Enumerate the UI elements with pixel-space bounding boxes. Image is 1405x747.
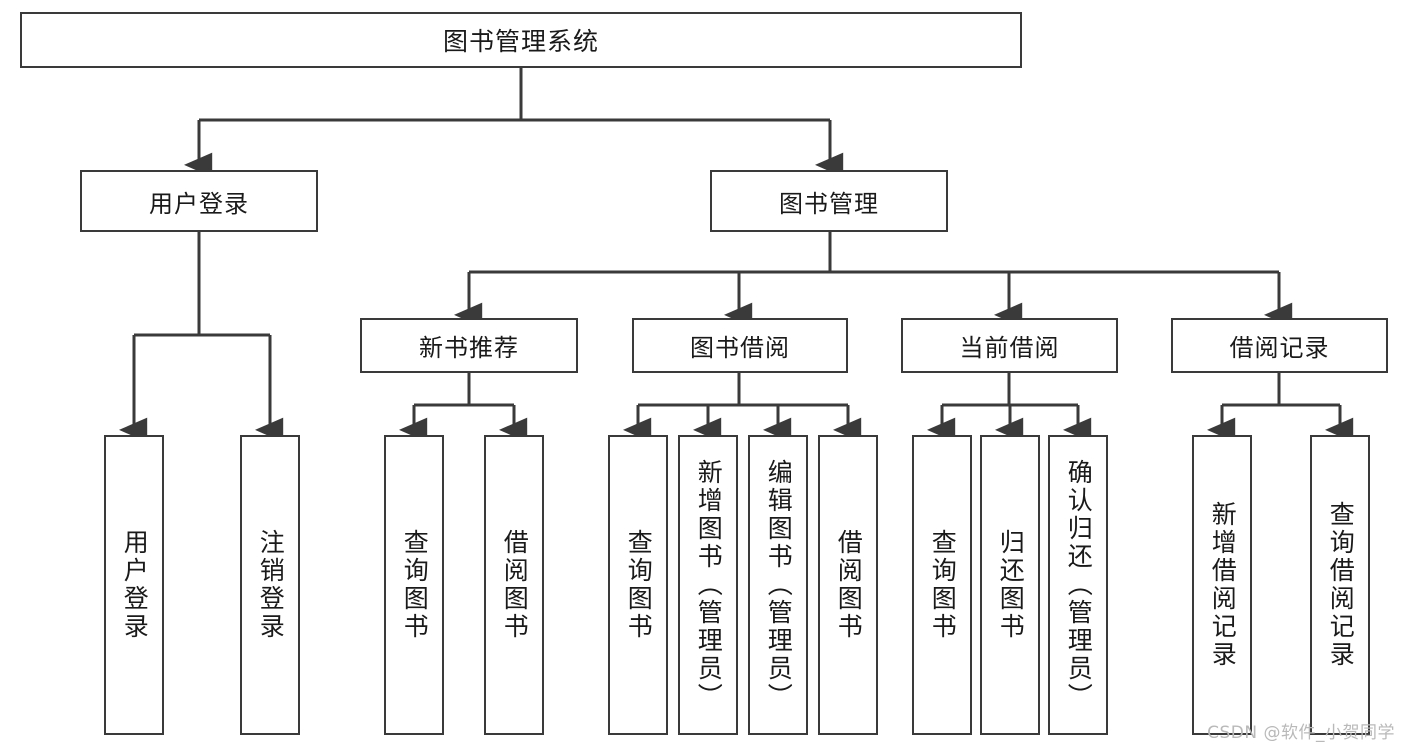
node-label: 用户登录 [149,189,249,218]
node-label: 当前借阅 [959,334,1060,362]
node-leaf-edit-book[interactable]: 编辑图书（管理员） [748,435,808,735]
node-leaf-borrow-book-2[interactable]: 借阅图书 [818,435,878,735]
node-leaf-return-book[interactable]: 归还图书 [980,435,1040,735]
node-leaf-add-book[interactable]: 新增图书（管理员） [678,435,738,735]
node-book-management-system[interactable]: 图书管理系统 [20,12,1022,68]
node-leaf-query-record[interactable]: 查询借阅记录 [1310,435,1370,735]
node-new-book-recommend[interactable]: 新书推荐 [360,318,578,373]
node-label: 图书管理 [779,189,879,218]
node-leaf-add-record[interactable]: 新增借阅记录 [1192,435,1252,735]
node-label: 图书借阅 [690,334,790,362]
node-label: 新增图书（管理员） [694,459,724,711]
node-label: 图书管理系统 [442,27,599,56]
node-book-borrow[interactable]: 图书借阅 [632,318,848,373]
node-leaf-confirm-return[interactable]: 确认归还（管理员） [1048,435,1108,735]
node-leaf-query-book-3[interactable]: 查询图书 [912,435,972,735]
node-leaf-query-book-2[interactable]: 查询图书 [608,435,668,735]
node-book-manage[interactable]: 图书管理 [710,170,948,232]
node-label: 查询图书 [928,529,958,641]
node-label: 查询借阅记录 [1326,501,1356,669]
node-label: 借阅记录 [1229,334,1330,362]
node-label: 查询图书 [624,529,654,641]
node-label: 确认归还（管理员） [1064,459,1094,711]
node-user-login[interactable]: 用户登录 [80,170,318,232]
node-leaf-borrow-book-1[interactable]: 借阅图书 [484,435,544,735]
node-label: 注销登录 [256,529,286,641]
node-label: 查询图书 [400,529,430,641]
node-label: 借阅图书 [834,529,864,641]
node-label: 用户登录 [120,529,150,641]
node-leaf-user-login[interactable]: 用户登录 [104,435,164,735]
node-label: 新书推荐 [419,334,519,362]
node-leaf-query-book-1[interactable]: 查询图书 [384,435,444,735]
node-label: 新增借阅记录 [1208,501,1238,669]
node-label: 归还图书 [996,529,1026,641]
node-label: 借阅图书 [500,529,530,641]
node-label: 编辑图书（管理员） [764,459,794,711]
node-current-borrow[interactable]: 当前借阅 [901,318,1118,373]
node-leaf-logout-login[interactable]: 注销登录 [240,435,300,735]
node-borrow-record[interactable]: 借阅记录 [1171,318,1388,373]
